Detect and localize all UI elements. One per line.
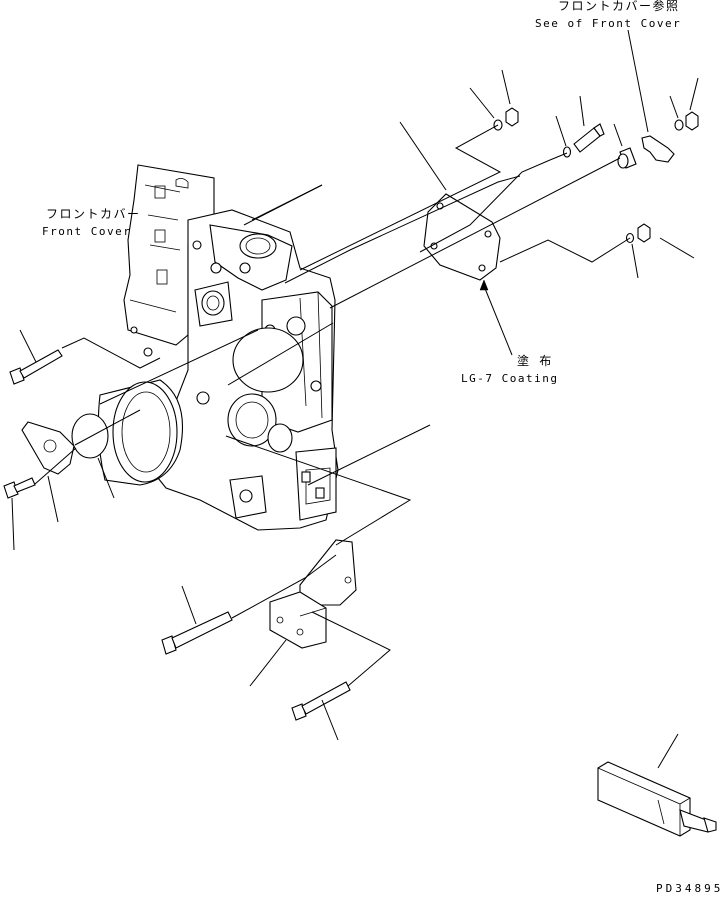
- bolt-washer-2: [562, 123, 605, 158]
- left-cover-plate: [21, 421, 75, 475]
- drawing-number: PD34895: [656, 882, 724, 895]
- washer-nut-1: [493, 107, 519, 131]
- see-front-cover-label-en: See of Front Cover: [535, 17, 682, 30]
- coating-label-jp: 塗 布: [517, 354, 553, 368]
- see-front-cover-label-jp: フロントカバー参照: [558, 0, 680, 13]
- bracket-bolt-long: [161, 611, 233, 655]
- assembly-lines: [34, 124, 631, 687]
- top-cover-plate: [423, 193, 501, 281]
- leader-lines: [11, 29, 699, 769]
- tool-assembly: [597, 761, 717, 837]
- oil-seal: [71, 413, 109, 459]
- washer-nut-3: [674, 111, 699, 131]
- lower-bracket-upper: [299, 539, 357, 606]
- front-cover-housing: [97, 164, 339, 531]
- washer-nut-4: [625, 223, 651, 244]
- front-cover-label-en: Front Cover: [42, 225, 132, 238]
- spacer-collar: [617, 147, 637, 169]
- bracket-bolt-short: [291, 681, 351, 721]
- clamp: [641, 135, 675, 163]
- bolt-left-short: [3, 477, 36, 499]
- front-cover-label-jp: フロントカバー: [46, 207, 141, 221]
- coating-label-en: LG-7 Coating: [461, 372, 559, 385]
- bolt-left-long: [9, 349, 63, 385]
